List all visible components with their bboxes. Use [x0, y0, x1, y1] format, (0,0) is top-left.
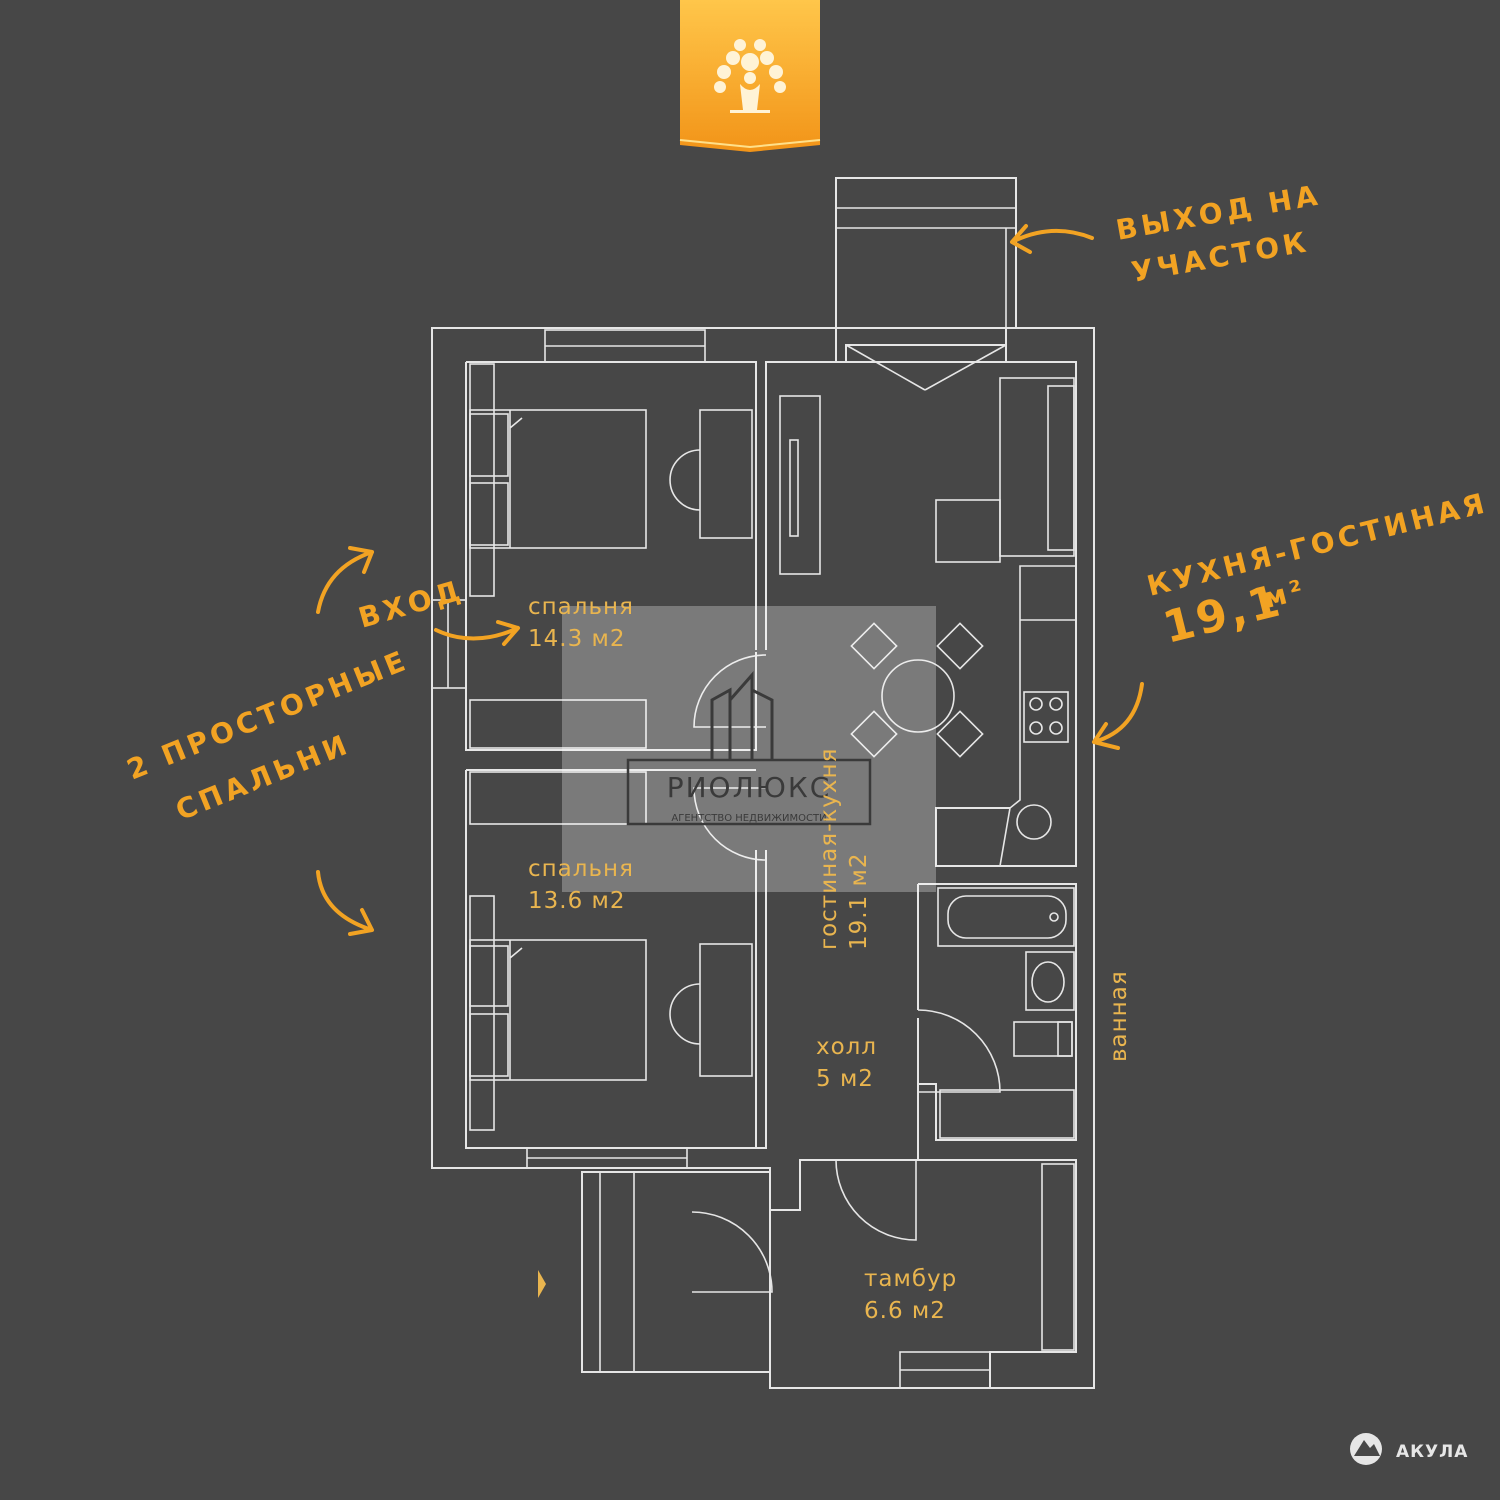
callout-exit: ВЫХОД НА УЧАСТОК — [1010, 178, 1324, 289]
room-labels: спальня 14.3 м2 спальня 13.6 м2 гостиная… — [528, 594, 1132, 1324]
callout-kitchen: КУХНЯ-ГОСТИНАЯ 19,1 м² — [1092, 486, 1492, 750]
vestibule-area: 6.6 м2 — [864, 1298, 946, 1324]
brand-badge — [679, 0, 821, 152]
living-area: 19.1 м2 — [846, 852, 872, 950]
arrow-bedroom1 — [316, 546, 374, 614]
arrow-entrance — [434, 620, 520, 646]
doors — [691, 344, 1007, 1293]
hall-name: холл — [816, 1034, 877, 1060]
callout-entrance-text: ВХОД — [355, 573, 468, 634]
callout-kitchen-line1: КУХНЯ-ГОСТИНАЯ — [1144, 486, 1492, 603]
callout-entrance: ВХОД — [355, 573, 546, 1298]
bedroom2-name: спальня — [528, 856, 634, 882]
arrow-exit — [1010, 224, 1094, 254]
footer-logo: АКУЛА — [1350, 1433, 1468, 1465]
bedroom2-area: 13.6 м2 — [528, 888, 626, 914]
bathroom-name: ванная — [1106, 970, 1132, 1062]
arrow-kitchen — [1092, 682, 1144, 750]
entrance-triangle-icon — [538, 1270, 546, 1298]
tree-people-icon — [714, 39, 786, 113]
hall-area: 5 м2 — [816, 1066, 874, 1092]
arrow-bedroom2 — [316, 870, 374, 936]
furniture — [469, 363, 1077, 1351]
bedroom1-area: 14.3 м2 — [528, 626, 626, 652]
watermark-subtitle: АГЕНТСТВО НЕДВИЖИМОСТИ — [671, 813, 826, 824]
watermark-name: РИОЛЮКС — [667, 771, 832, 804]
vestibule-name: тамбур — [864, 1266, 957, 1292]
footer-logo-text: АКУЛА — [1396, 1442, 1468, 1462]
watermark: РИОЛЮКС АГЕНТСТВО НЕДВИЖИМОСТИ — [562, 606, 936, 892]
living-name: гостиная-кухня — [816, 748, 842, 950]
bedroom1-name: спальня — [528, 594, 634, 620]
